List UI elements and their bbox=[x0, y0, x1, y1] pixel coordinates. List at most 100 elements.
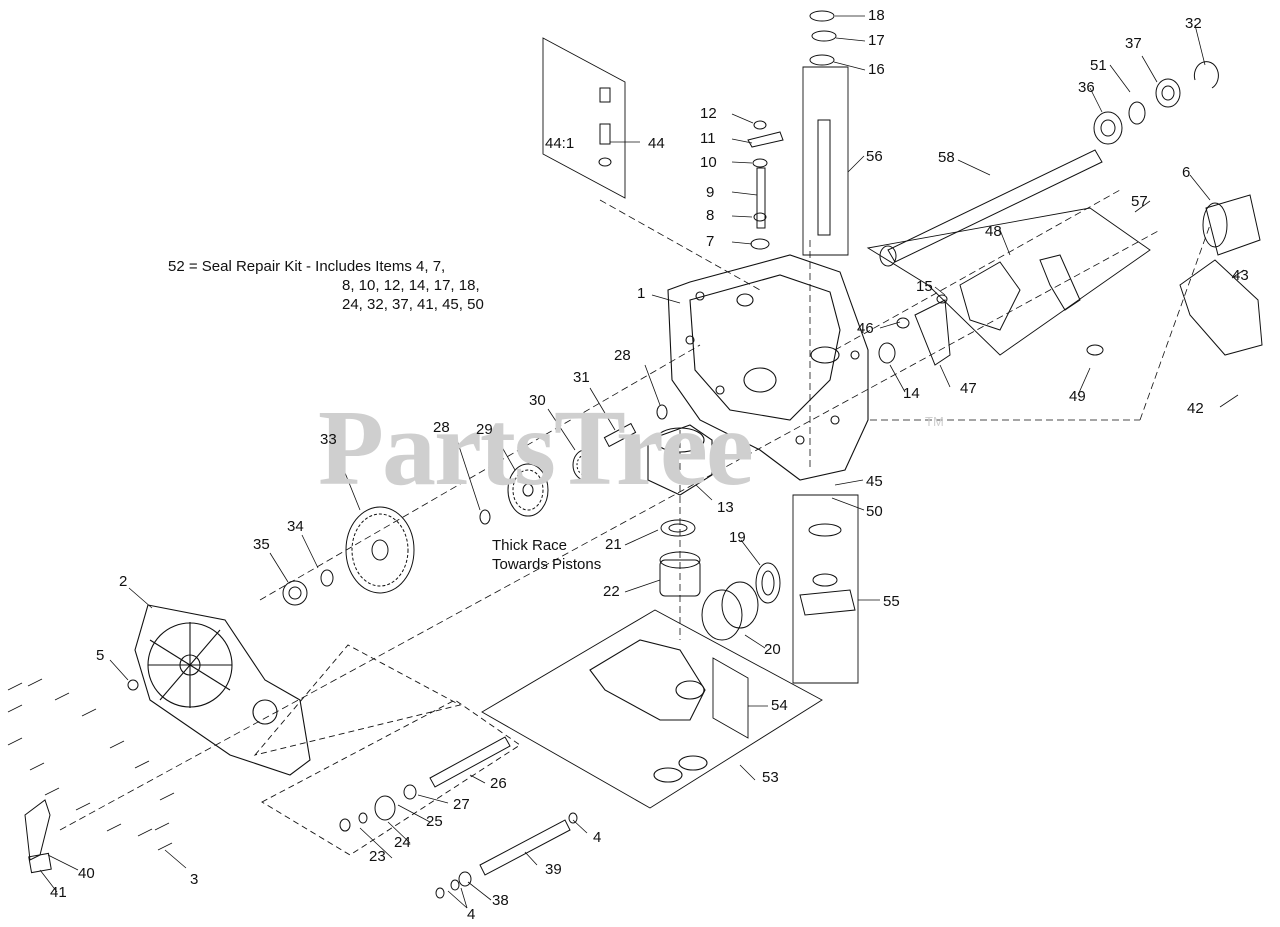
housing-part-1 bbox=[667, 254, 869, 481]
motor-cylinder-20 bbox=[701, 581, 759, 641]
callout-38: 38 bbox=[492, 892, 509, 909]
part-44-valve bbox=[598, 87, 612, 167]
lower-small-parts bbox=[24, 679, 578, 899]
callout-8: 8 bbox=[706, 207, 715, 224]
callout-5: 5 bbox=[96, 647, 105, 664]
assembly-centerlines bbox=[59, 189, 1211, 831]
end-block-53 bbox=[589, 639, 708, 783]
seal-kit-note-line3: 24, 32, 37, 41, 45, 50 bbox=[342, 296, 484, 313]
callout-28-lower: 28 bbox=[433, 419, 450, 436]
kit-left-dashed-outline bbox=[253, 644, 462, 756]
callout-2: 2 bbox=[119, 573, 128, 590]
callout-56: 56 bbox=[866, 148, 883, 165]
seal-kit-note-line2: 8, 10, 12, 14, 17, 18, bbox=[342, 277, 480, 294]
seal-kit-note-line1: 52 = Seal Repair Kit - Includes Items 4,… bbox=[168, 258, 446, 275]
callout-51: 51 bbox=[1090, 57, 1107, 74]
callout-39: 39 bbox=[545, 861, 562, 878]
callout-14: 14 bbox=[903, 385, 920, 402]
callout-1: 1 bbox=[637, 285, 646, 302]
callout-41: 41 bbox=[50, 884, 67, 901]
washer-28 bbox=[479, 404, 668, 525]
callout-20: 20 bbox=[764, 641, 781, 658]
center-block-13 bbox=[647, 424, 713, 496]
fan-cover-43 bbox=[1179, 259, 1263, 356]
bearing-36 bbox=[1093, 111, 1123, 145]
callout-18: 18 bbox=[868, 7, 885, 24]
shaft-56 bbox=[817, 119, 831, 236]
callout-15: 15 bbox=[916, 278, 933, 295]
callout-24: 24 bbox=[394, 834, 411, 851]
callout-40: 40 bbox=[78, 865, 95, 882]
callout-11: 11 bbox=[700, 130, 716, 147]
callout-45: 45 bbox=[866, 473, 883, 490]
race-19 bbox=[755, 562, 781, 604]
callout-13: 13 bbox=[717, 499, 734, 516]
callout-12: 12 bbox=[700, 105, 717, 122]
leader-lines bbox=[39, 15, 1245, 909]
callout-19: 19 bbox=[729, 529, 746, 546]
callout-22: 22 bbox=[603, 583, 620, 600]
callout-34: 34 bbox=[287, 518, 304, 535]
pin-31 bbox=[603, 422, 637, 448]
filter-6 bbox=[1202, 194, 1261, 256]
callout-57: 57 bbox=[1131, 193, 1148, 210]
callout-4-upper: 4 bbox=[593, 829, 602, 846]
bracket-assembly bbox=[878, 254, 1104, 366]
callout-27: 27 bbox=[453, 796, 470, 813]
callout-17: 17 bbox=[868, 32, 885, 49]
callout-53: 53 bbox=[762, 769, 779, 786]
callout-32: 32 bbox=[1185, 15, 1202, 32]
thick-race-note-line1: Thick Race bbox=[492, 537, 568, 554]
kit-bottom-dashed-outline bbox=[261, 699, 521, 856]
callout-37: 37 bbox=[1125, 35, 1142, 52]
callout-55: 55 bbox=[883, 593, 900, 610]
cover-part-2 bbox=[134, 604, 311, 776]
shaft-58 bbox=[879, 149, 1103, 267]
callout-43: 43 bbox=[1232, 267, 1249, 284]
shaft-9 bbox=[756, 167, 766, 229]
kit-outlines bbox=[253, 37, 1151, 856]
callout-44: 44 bbox=[648, 135, 665, 152]
callout-54: 54 bbox=[771, 697, 788, 714]
thick-race-note-line2: Towards Pistons bbox=[492, 556, 602, 573]
callout-21: 21 bbox=[605, 536, 622, 553]
callout-25: 25 bbox=[426, 813, 443, 830]
callout-29: 29 bbox=[476, 421, 493, 438]
callout-30: 30 bbox=[529, 392, 546, 409]
callout-46: 46 bbox=[857, 320, 874, 337]
callout-10: 10 bbox=[700, 154, 717, 171]
gear-30 bbox=[572, 449, 598, 481]
piston-block-22 bbox=[659, 551, 701, 597]
callout-48: 48 bbox=[985, 223, 1002, 240]
callout-33: 33 bbox=[320, 431, 337, 448]
callout-3: 3 bbox=[190, 871, 199, 888]
bolt-set bbox=[7, 678, 175, 851]
race-21 bbox=[660, 519, 696, 537]
shaft-39 bbox=[479, 819, 571, 876]
gear-33 bbox=[345, 506, 415, 594]
kit-53-outline bbox=[481, 609, 823, 809]
shaft-26 bbox=[429, 736, 511, 788]
callout-9: 9 bbox=[706, 184, 715, 201]
snap-ring-32 bbox=[1193, 61, 1219, 89]
callout-28-upper: 28 bbox=[614, 347, 631, 364]
gear-29 bbox=[507, 463, 549, 517]
kit-54-outline bbox=[712, 657, 749, 739]
callout-23: 23 bbox=[369, 848, 386, 865]
callout-26: 26 bbox=[490, 775, 507, 792]
callout-44-1: 44:1 bbox=[545, 135, 575, 152]
bearing-35 bbox=[282, 580, 308, 606]
callout-36: 36 bbox=[1078, 79, 1095, 96]
small-parts-7-12 bbox=[747, 120, 784, 250]
kit-56-outline bbox=[802, 66, 849, 256]
seal-37 bbox=[1155, 78, 1181, 108]
kit-55-outline bbox=[792, 494, 859, 684]
callout-49: 49 bbox=[1069, 388, 1086, 405]
callout-58: 58 bbox=[938, 149, 955, 166]
kit-57-outline bbox=[866, 207, 1151, 356]
kit-44-outline bbox=[542, 37, 626, 199]
callout-35: 35 bbox=[253, 536, 270, 553]
ring-51 bbox=[1128, 101, 1146, 125]
callout-6: 6 bbox=[1182, 164, 1191, 181]
callout-16: 16 bbox=[868, 61, 885, 78]
